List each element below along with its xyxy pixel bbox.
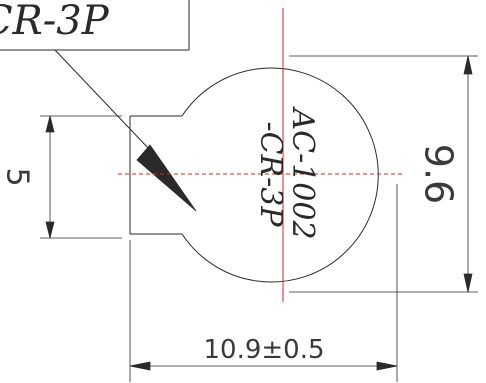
callout-box: CR-3P xyxy=(0,0,190,51)
dim-diameter-text: 9.6 xyxy=(417,144,461,204)
part-outline xyxy=(129,67,379,283)
marking-line-2: -CR-3P xyxy=(253,121,288,227)
leader xyxy=(54,49,197,212)
callout-text: CR-3P xyxy=(0,0,110,44)
marking-line-1: AC-1002 xyxy=(285,105,320,239)
dim-height-side-text: 5 xyxy=(0,167,35,186)
circle-body xyxy=(181,67,379,283)
dim-width-text: 10.9±0.5 xyxy=(203,335,324,365)
dimension-width: 10.9±0.5 xyxy=(129,184,398,382)
part-marking: AC-1002 -CR-3P xyxy=(253,105,320,239)
dimension-height-side: 5 xyxy=(0,115,122,239)
leader-arrowhead xyxy=(136,144,197,212)
dimension-diameter: 9.6 xyxy=(289,55,478,293)
center-lines xyxy=(118,8,405,302)
